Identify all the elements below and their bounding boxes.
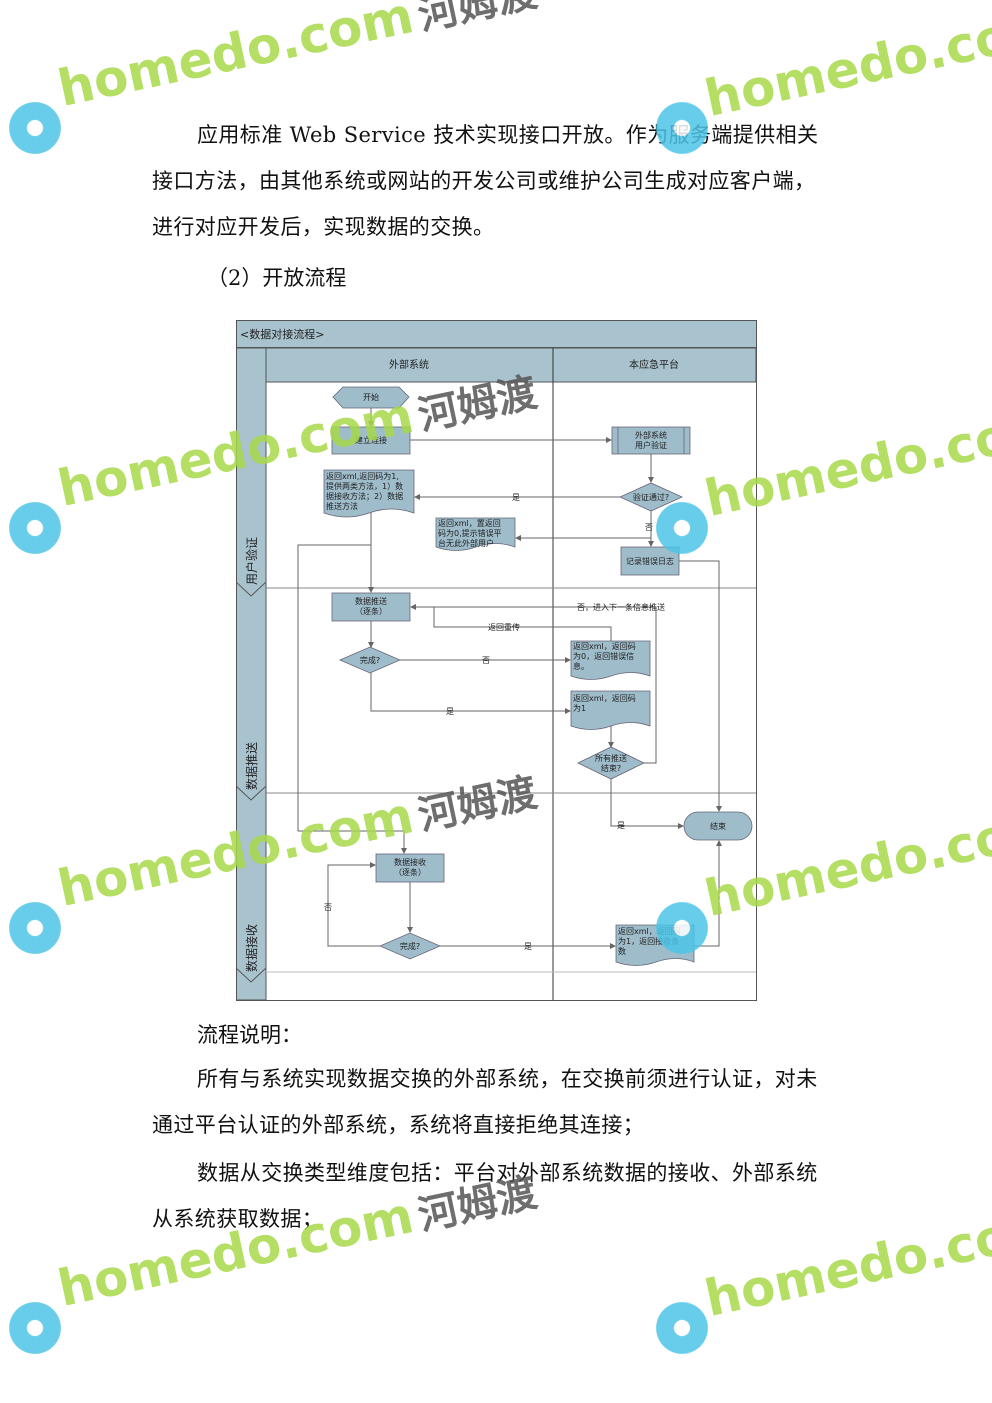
auth-ok-label: 验证通过?: [633, 492, 669, 502]
auth-node: [611, 426, 691, 455]
receive-doc-label: 返回xml，返回码为1，返回接收条数: [618, 927, 681, 956]
lane-data-receive: 数据接收: [244, 924, 259, 972]
auth-ok-document: [323, 469, 415, 518]
log-error-label: 记录错误日志: [626, 556, 674, 566]
edge-labels: 是 否 否，进入下一条信息推送 返回重传 否 是 是 否 是: [324, 493, 665, 951]
push-done-decision: [338, 646, 402, 674]
auth-fail-document: [435, 517, 516, 551]
svg-text:否: 否: [482, 656, 490, 665]
end-label: 结束: [710, 821, 726, 831]
push-node: [331, 592, 411, 622]
all-done-label: 所有推送结束?: [595, 753, 627, 773]
push-label: 数据推送（逐条）: [355, 596, 387, 616]
lane-user-auth: 用户验证: [244, 537, 259, 585]
watermark: homedo.com: [699, 0, 992, 129]
column-external: 外部系统: [389, 358, 429, 371]
svg-text:否: 否: [324, 903, 332, 912]
svg-text:是: 是: [446, 707, 454, 716]
watermark-flower-icon: [5, 898, 65, 958]
intro-paragraph: 应用标准 Web Service 技术实现接口开放。作为服务端提供相关接口方法，…: [152, 123, 819, 239]
watermark-flower-icon: [5, 498, 65, 558]
lane-label-bar: [236, 347, 267, 1001]
title-bar: [236, 320, 757, 348]
svg-text:否: 否: [645, 523, 653, 532]
push-ok-doc-label: 返回xml，返回码为1: [573, 694, 636, 713]
start-label: 开始: [363, 392, 379, 402]
lane-data-push: 数据推送: [244, 742, 259, 790]
flowchart: <数据对接流程> 外部系统 本应急平台 用户验证 数据推送 数据接收: [236, 320, 757, 1001]
receive-label: 数据接收（逐条）: [394, 857, 426, 877]
svg-text:否，进入下一条信息推送: 否，进入下一条信息推送: [577, 602, 665, 612]
svg-text:是: 是: [524, 942, 532, 951]
auth-label: 外部系统用户验证: [635, 430, 667, 450]
section-heading: （2）开放流程: [207, 266, 347, 290]
svg-text:是: 是: [617, 821, 625, 830]
column-platform: 本应急平台: [629, 358, 679, 371]
watermark: homedo.com河姆渡: [52, 0, 542, 119]
receive-node: [375, 853, 445, 883]
push-error-doc-label: 返回xml，返回码为0，返回错误信息。: [573, 642, 636, 671]
watermark-flower-icon: [652, 1298, 712, 1358]
push-ok-document: [570, 690, 651, 730]
receive-done-label: 完成?: [400, 941, 420, 951]
push-error-document: [570, 640, 651, 680]
svg-text:返回重传: 返回重传: [488, 622, 520, 632]
push-done-label: 完成?: [360, 655, 380, 665]
flowchart-title: <数据对接流程>: [240, 327, 324, 341]
explain-paragraph: 所有与系统实现数据交换的外部系统，在交换前须进行认证，对未通过平台认证的外部系统…: [152, 1067, 818, 1137]
receive-done-decision: [378, 932, 442, 960]
column-header-bar: [265, 347, 757, 383]
connect-label: 建立连接: [355, 435, 387, 445]
svg-text:是: 是: [512, 493, 520, 502]
all-done-decision: [577, 746, 645, 780]
connectors: [297, 408, 722, 949]
explain-heading: 流程说明：: [197, 1023, 302, 1047]
start-node: [332, 386, 410, 409]
auth-ok-doc-label: 返回xml,返回码为1,提供两类方法，1）数据接收方法；2）数据推送方法: [326, 471, 403, 511]
end-node: [683, 811, 753, 841]
watermark-flower-icon: [5, 98, 65, 158]
watermark-flower-icon: [5, 1298, 65, 1358]
explain-paragraph: 数据从交换类型维度包括：平台对外部系统数据的接收、外部系统从系统获取数据；: [152, 1161, 818, 1231]
auth-fail-doc-label: 返回xml，置返回码为0,提示错误平台无此外部用户: [438, 519, 502, 548]
connect-node: [331, 426, 411, 455]
